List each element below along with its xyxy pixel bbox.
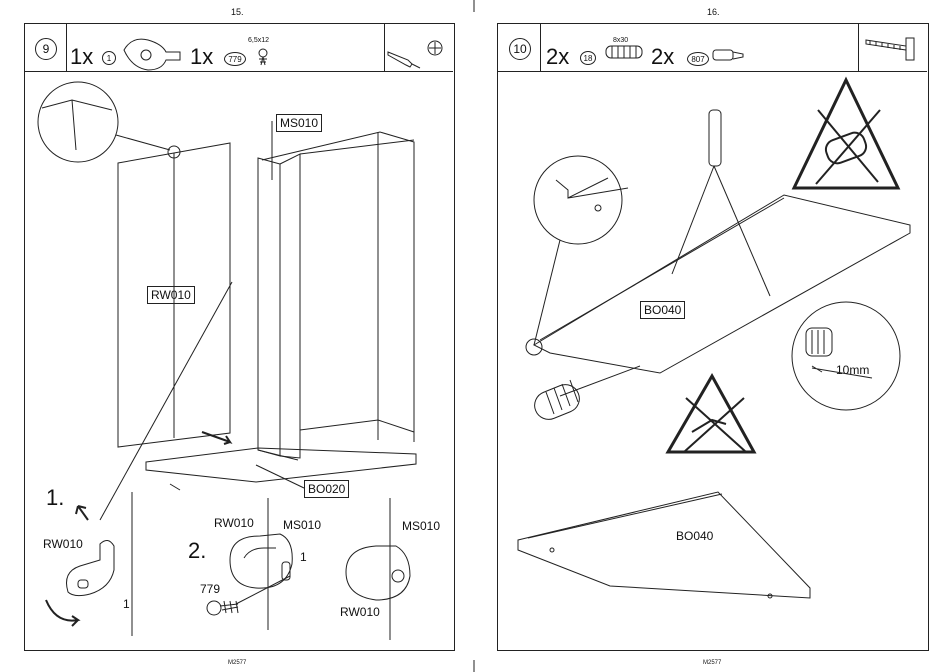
hinge-detail-middle [230,498,292,630]
screw-icon [259,49,267,65]
cam-pin-icon [713,50,743,60]
warning-no-hammer-icon [794,80,898,188]
side-panel-ms010 [258,121,414,460]
screw-779 [207,601,238,615]
hinge-icon [124,39,180,70]
door-panel-rw010 [100,143,232,520]
hinge-detail-right [346,498,410,640]
bottom-panel-bo020 [146,448,416,490]
zoom-callout-groove [526,156,628,355]
zoom-callout-depth [792,302,900,410]
dowel-18 [530,380,583,424]
shelf-panel-bo040-bottom [518,492,810,598]
phillips-bit-icon [428,41,442,55]
warning-no-glue-icon [668,376,754,452]
dowel-icon [606,46,642,58]
screwdriver-icon [388,52,420,68]
hammer-icon [866,38,914,60]
hinge-detail-left [46,492,132,636]
zoom-callout-top-left [38,82,180,162]
